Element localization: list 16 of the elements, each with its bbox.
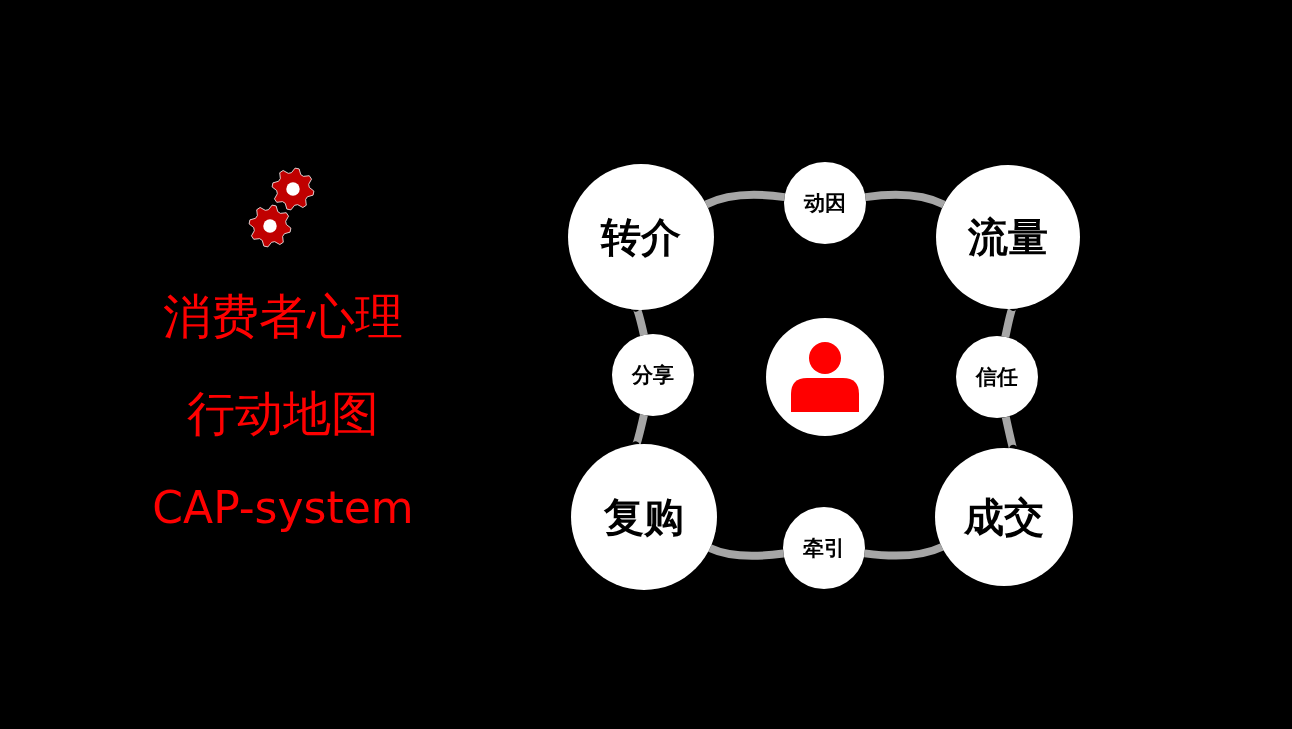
ring-connector: [864, 543, 944, 560]
node-label: 成交: [964, 492, 1044, 542]
ring-connector: [865, 190, 946, 209]
ring-connector: [1001, 416, 1017, 450]
ring-connector: [704, 190, 785, 208]
node-label: 分享: [632, 362, 674, 389]
node-label: 动因: [804, 190, 846, 217]
node-label: 复购: [604, 492, 684, 542]
node-label: 信任: [976, 364, 1018, 391]
node-label: 牵引: [803, 535, 845, 562]
node-label: 转介: [601, 212, 681, 262]
title-text: CAP-system: [152, 482, 414, 533]
title-text: 消费者心理: [163, 287, 403, 346]
title-text: 行动地图: [187, 384, 379, 443]
node-label: 流量: [968, 212, 1048, 262]
ring-connector: [708, 544, 784, 560]
